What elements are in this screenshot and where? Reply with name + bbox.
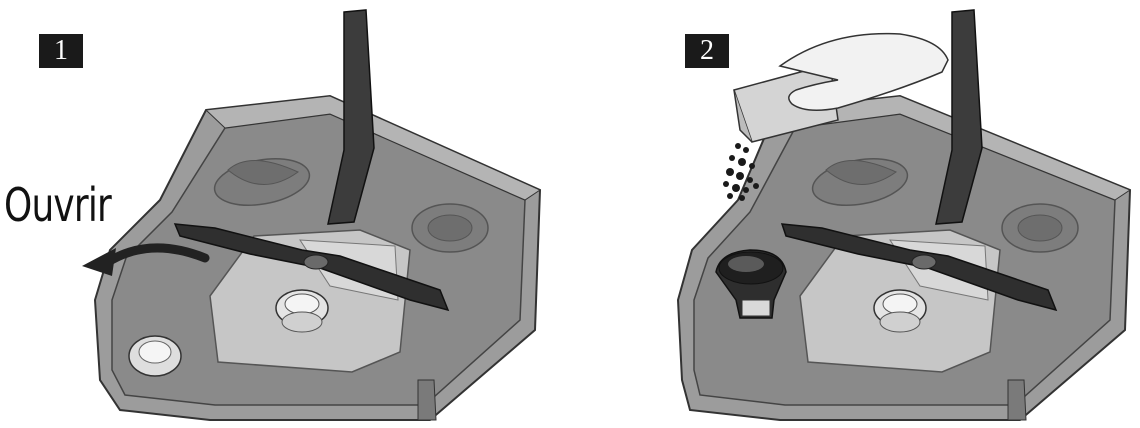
spray-arm: [173, 223, 450, 312]
salt-granules: [723, 143, 759, 201]
rotate-arrow: [103, 243, 210, 267]
spray-arm: [780, 223, 1058, 312]
hand: [778, 32, 949, 111]
step-number-badge: 2: [685, 34, 729, 68]
step-number-badge: 1: [39, 34, 83, 68]
water-pipe: [327, 9, 375, 225]
step-1-panel: 1 Ouvrir: [4, 9, 542, 421]
salt-pack: [733, 63, 839, 143]
dishwasher-tub-illustration-1: [82, 9, 542, 421]
step-2-panel: 2: [570, 0, 1140, 428]
dishwasher-tub-illustration-2: [676, 9, 1132, 421]
open-instruction-label: Ouvrir: [4, 178, 112, 232]
water-pipe: [935, 9, 983, 225]
